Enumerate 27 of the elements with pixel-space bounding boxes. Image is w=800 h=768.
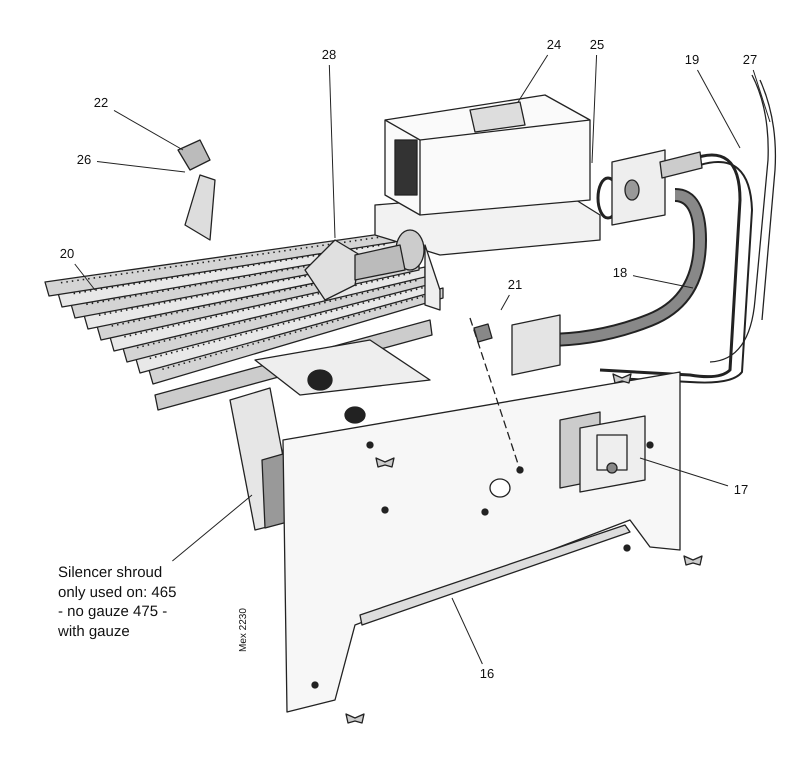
leader-line <box>328 64 336 238</box>
callout-number: 16 <box>476 666 498 682</box>
callout-number: 26 <box>73 152 95 168</box>
leader-line <box>696 70 740 148</box>
note-text: Silencer shroud only used on: 465 - no gauze 475 - with gauze <box>58 563 183 641</box>
callout-number: 25 <box>586 37 608 53</box>
callout-number: 19 <box>681 52 703 68</box>
drawing-number: Mex 2230 <box>238 608 249 652</box>
callout-number: 28 <box>318 47 340 63</box>
callout-number: 27 <box>739 52 761 68</box>
leader-line <box>172 494 252 562</box>
callout-number: 18 <box>609 265 631 281</box>
leader-line <box>752 70 770 122</box>
leader-line <box>632 275 694 288</box>
leader-line <box>96 161 186 172</box>
leader-line <box>592 54 598 164</box>
leader-line <box>74 264 96 290</box>
callout-number: 22 <box>90 95 112 111</box>
callout-number: 24 <box>543 37 565 53</box>
callout-number: 21 <box>504 277 526 293</box>
callout-number: 20 <box>56 246 78 262</box>
leader-line <box>452 598 483 664</box>
leader-line <box>500 294 510 310</box>
leader-line <box>518 54 548 102</box>
leader-line <box>640 458 728 486</box>
callout-number: 17 <box>730 482 752 498</box>
leader-line <box>114 110 184 150</box>
